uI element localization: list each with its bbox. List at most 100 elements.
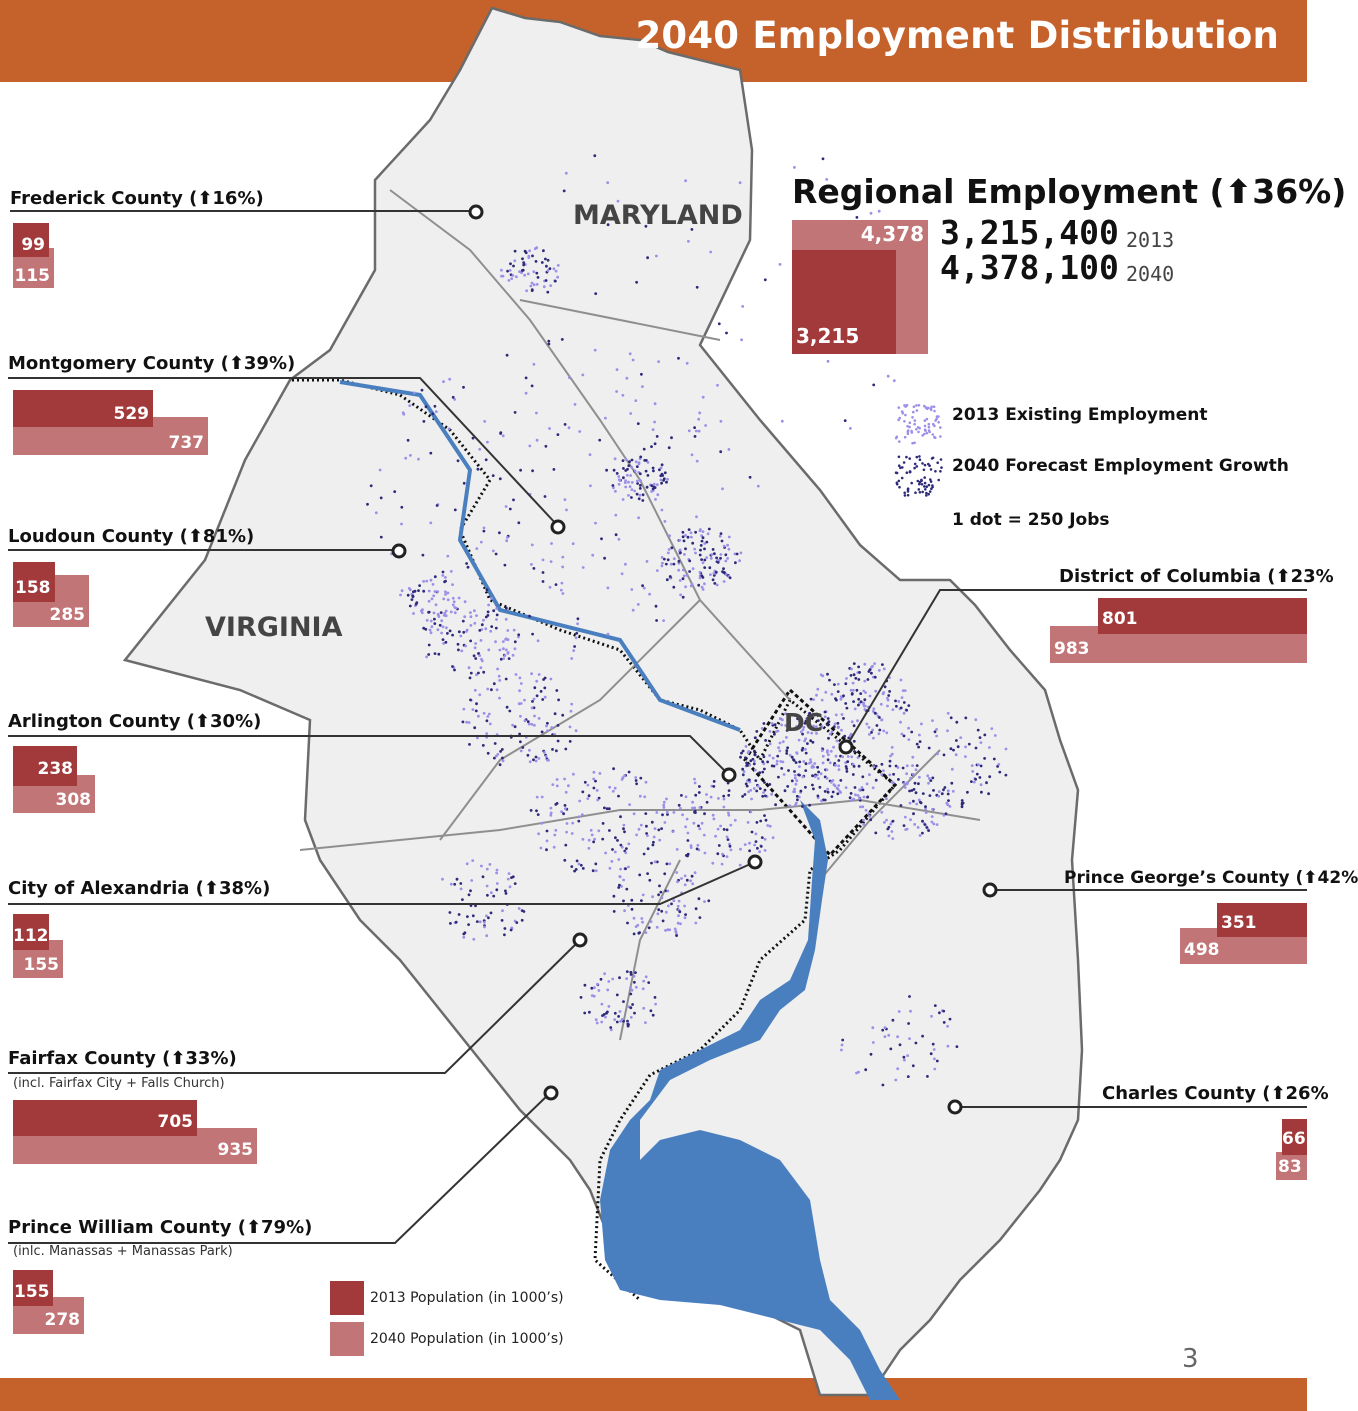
employment-dot [869, 1052, 873, 1056]
employment-dot [455, 877, 459, 881]
employment-dot [894, 699, 897, 703]
employment-dot [512, 264, 515, 268]
employment-dot [820, 698, 824, 702]
employment-dot [661, 919, 665, 923]
employment-dot [826, 758, 830, 762]
employment-dot [564, 843, 568, 847]
employment-dot [664, 910, 668, 914]
employment-dot [709, 573, 712, 576]
employment-dot [948, 805, 952, 808]
employment-dot [550, 542, 553, 545]
employment-dot [768, 824, 772, 828]
employment-dot [492, 894, 496, 898]
employment-dot [909, 1009, 912, 1013]
legend-dot [898, 440, 901, 443]
legend-dot [929, 468, 933, 471]
legend-dot [934, 470, 937, 473]
legend-dot [897, 418, 900, 422]
employment-dot [768, 742, 772, 746]
employment-dot [627, 494, 630, 497]
employment-dot [748, 475, 752, 479]
employment-dot [614, 513, 618, 517]
employment-dot [549, 284, 553, 287]
employment-dot [475, 702, 478, 706]
employment-dot [627, 842, 631, 846]
bar-2013-arlington: 238 [13, 746, 77, 786]
employment-dot [946, 1044, 950, 1048]
employment-dot [992, 757, 996, 761]
employment-dot [748, 849, 751, 853]
employment-dot [617, 482, 621, 486]
employment-dot [554, 803, 558, 806]
county-name-fairfax: Fairfax County (⬆33%) [8, 1048, 237, 1069]
employment-dot [667, 904, 670, 908]
employment-dot [821, 157, 825, 161]
employment-dot [830, 692, 834, 696]
employment-dot [653, 442, 657, 446]
employment-dot [610, 860, 614, 863]
employment-dot [545, 829, 549, 833]
employment-dot [546, 269, 550, 272]
employment-dot [485, 719, 489, 723]
employment-dot [813, 762, 817, 765]
employment-dot [804, 785, 807, 789]
employment-dot [889, 1047, 893, 1051]
employment-dot [881, 1083, 885, 1087]
employment-dot [899, 804, 903, 807]
employment-dot [544, 257, 547, 261]
employment-dot [665, 862, 669, 866]
employment-dot [487, 603, 490, 607]
employment-dot [753, 736, 757, 740]
employment-dot [774, 803, 777, 807]
employment-dot [623, 909, 626, 913]
employment-dot [903, 689, 907, 692]
employment-dot [511, 723, 514, 727]
employment-dot [451, 633, 454, 637]
employment-dot [697, 583, 701, 587]
employment-dot [854, 793, 857, 797]
employment-dot [913, 823, 917, 826]
employment-dot [530, 563, 533, 566]
employment-dot [786, 746, 789, 750]
employment-dot [575, 631, 579, 635]
employment-dot [906, 1054, 909, 1057]
employment-dot [629, 474, 632, 477]
employment-dot [495, 882, 499, 885]
legend-dot [927, 483, 931, 487]
employment-dot [678, 910, 682, 914]
employment-dot [495, 688, 499, 692]
employment-dot [624, 485, 628, 489]
employment-dot [778, 263, 782, 266]
employment-dot [698, 806, 702, 809]
employment-dot [691, 541, 695, 545]
employment-dot [513, 647, 517, 651]
employment-dot [960, 799, 964, 802]
employment-dot [625, 847, 628, 850]
employment-dot [459, 634, 463, 638]
employment-dot [738, 181, 742, 185]
employment-dot [733, 552, 737, 556]
employment-dot [638, 873, 642, 877]
employment-dot [655, 435, 659, 438]
employment-dot [504, 892, 508, 895]
legend-dot [923, 485, 926, 488]
employment-dot [444, 590, 447, 594]
employment-dot [845, 677, 848, 680]
employment-dot [760, 727, 764, 730]
employment-dot [626, 1024, 630, 1028]
employment-dot [763, 837, 767, 841]
employment-dot [750, 797, 753, 801]
legend-pop-2040: 2040 Population (in 1000’s) [370, 1331, 564, 1347]
legend-dot [937, 421, 940, 424]
legend-dot [911, 441, 914, 445]
employment-dot [820, 799, 823, 803]
employment-dot [679, 806, 682, 810]
employment-dot [681, 577, 685, 581]
employment-dot [879, 702, 883, 706]
employment-dot [812, 787, 815, 791]
legend-dot [908, 457, 911, 460]
employment-dot [863, 679, 867, 683]
employment-dot [400, 505, 404, 509]
employment-dot [907, 1022, 910, 1025]
employment-dot [445, 626, 448, 630]
